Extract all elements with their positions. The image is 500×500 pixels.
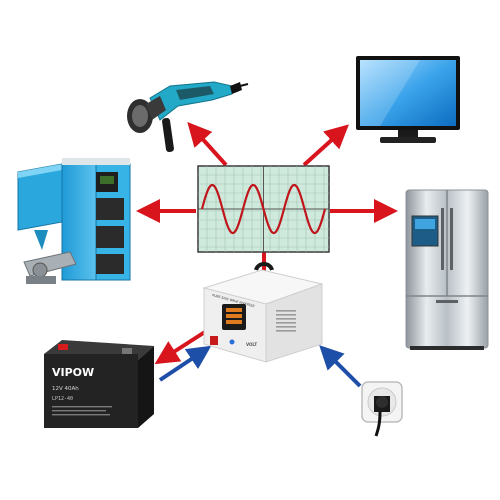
inverter-brand: VOLT [246,342,257,347]
oscilloscope-panel [197,165,330,253]
television-image [356,56,460,143]
pellet-boiler-image [17,158,131,284]
angle-grinder-image [127,81,249,153]
battery-code: LP12-40 [52,396,73,402]
battery-image: VIPOW 12V 40Ah LP12-40 [44,340,154,428]
inverter-indicator-light [229,339,235,345]
arrow-to-grinder [187,122,228,167]
sine-wave [200,183,327,235]
inverter-vents [276,310,296,332]
input-arrows [158,345,362,388]
battery-model: 12V 40Ah [52,386,79,392]
arrow-battery-to-inverter [158,345,212,382]
wall-socket-image [361,381,403,437]
arrow-to-battery-charge [154,328,210,365]
battery-brand: VIPOW [52,366,94,379]
arrow-to-tv [302,124,349,167]
inverter-power-switch [210,336,218,345]
refrigerator-image [405,189,489,350]
inverter-image: PURE SINE WAVE INVERTER VOLT [202,262,324,363]
arrow-socket-to-inverter [319,345,362,388]
